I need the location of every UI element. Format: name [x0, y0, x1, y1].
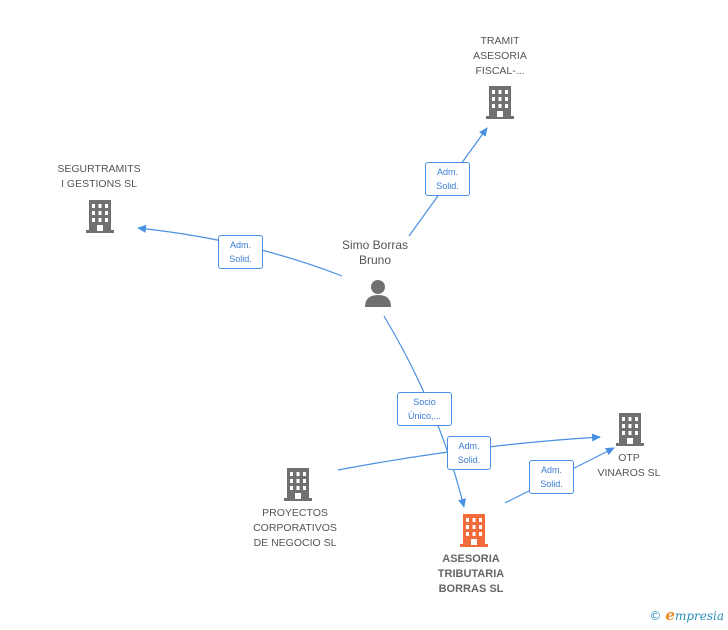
building-icon[interactable] [282, 466, 314, 502]
role-box-asesoria-to-otp[interactable]: Adm. Solid. [529, 460, 574, 494]
node-label-otp: OTP VINAROS SL [597, 452, 661, 479]
node-label-person: Simo Borras Bruno [341, 238, 409, 267]
person-icon[interactable] [363, 278, 393, 308]
building-icon[interactable] [84, 198, 116, 234]
logo-text: mpresia [674, 609, 724, 623]
copyright-symbol: © [649, 609, 662, 623]
building-icon-focus[interactable] [458, 512, 490, 548]
node-label-asesoria: ASESORIA TRIBUTARIA BORRAS SL [437, 553, 505, 595]
building-icon[interactable] [484, 84, 516, 120]
node-label-segurtramits: SEGURTRAMITS I GESTIONS SL [57, 163, 141, 190]
node-label-tramit: TRAMIT ASESORIA FISCAL-... [473, 35, 527, 77]
building-icon[interactable] [614, 411, 646, 447]
role-box-to-segurtramits[interactable]: Adm. Solid. [218, 235, 263, 269]
empresia-watermark[interactable]: ©empresia [649, 606, 724, 624]
role-box-proyectos-to-otp[interactable]: Adm. Solid. [447, 436, 491, 470]
node-label-proyectos: PROYECTOS CORPORATIVOS DE NEGOCIO SL [253, 507, 337, 549]
role-box-to-tramit[interactable]: Adm. Solid. [425, 162, 470, 196]
role-box-to-asesoria[interactable]: Socio Único,... [397, 392, 452, 426]
logo-initial: e [665, 606, 675, 624]
